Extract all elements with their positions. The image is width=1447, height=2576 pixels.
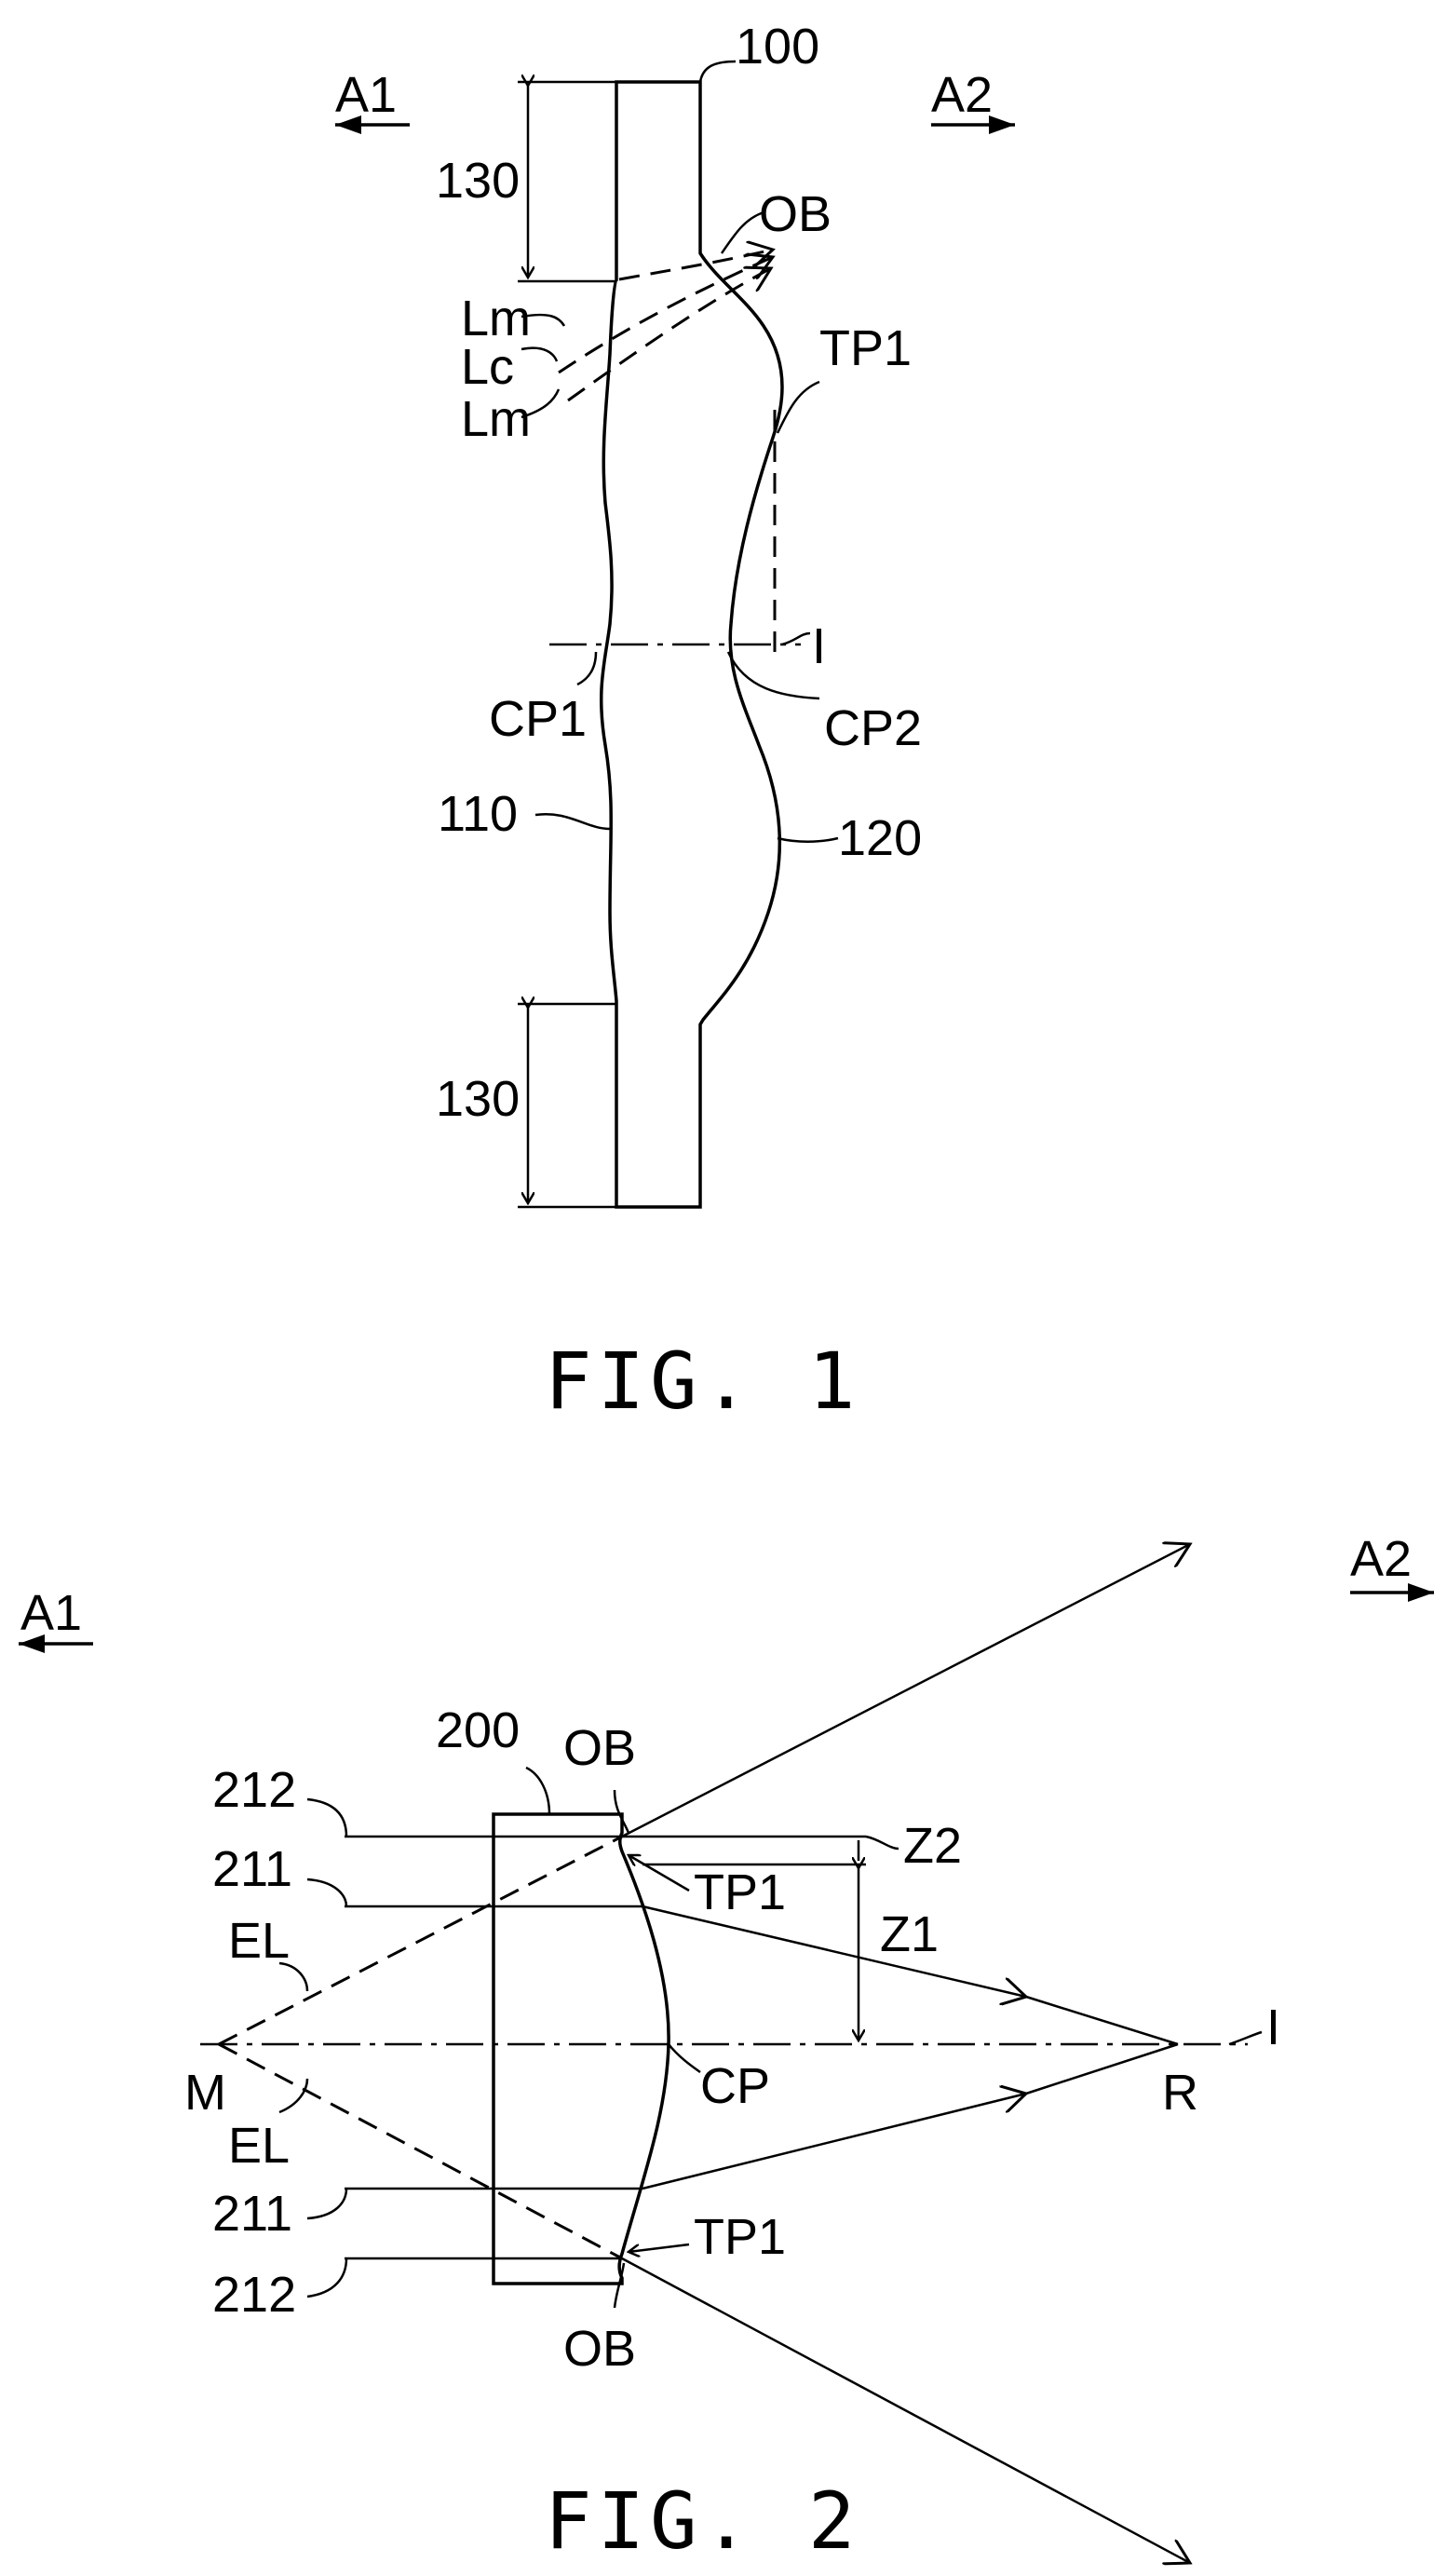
tp1-top-pointer	[629, 1855, 689, 1891]
label-ob-fig1: OB	[759, 186, 832, 242]
leader-el-bottom	[279, 2079, 307, 2112]
label-m: M	[184, 2065, 226, 2121]
ray-lm-bottom	[568, 268, 771, 400]
label-cp: CP	[700, 2058, 770, 2114]
label-cp1: CP1	[489, 691, 587, 747]
caption-fig2: FIG. 2	[545, 2475, 860, 2567]
leader-211-top	[307, 1879, 346, 1906]
label-211-bottom: 211	[212, 2186, 292, 2242]
label-212-top: 212	[212, 1762, 296, 1818]
leader-cp2	[728, 652, 819, 698]
label-a2-fig2: A2	[1350, 1531, 1412, 1587]
label-a1-fig1: A1	[335, 67, 397, 123]
ray-ob-top-out	[622, 1544, 1190, 1837]
label-211-top: 211	[212, 1841, 292, 1897]
ray-converge-top-cont	[1026, 1997, 1178, 2044]
lens-200-outline	[494, 1814, 669, 2284]
label-r: R	[1162, 2065, 1198, 2121]
label-z1: Z1	[880, 1906, 939, 1962]
label-200: 200	[436, 1702, 520, 1758]
caption-fig1: FIG. 1	[545, 1335, 860, 1427]
label-tp1-top: TP1	[694, 1864, 786, 1920]
leader-lc	[521, 348, 557, 361]
label-110: 110	[438, 786, 518, 842]
leader-110	[535, 814, 610, 829]
label-130-top: 130	[436, 153, 520, 209]
label-z2: Z2	[903, 1818, 962, 1874]
label-tp1-fig1: TP1	[819, 320, 912, 376]
label-axis-i-fig2: I	[1266, 2000, 1280, 2055]
label-el-top: EL	[228, 1913, 290, 1969]
leader-212-bottom	[307, 2258, 346, 2297]
label-120: 120	[838, 810, 922, 866]
ray-lm-top	[619, 250, 773, 279]
ray-converge-bottom-cont	[1026, 2044, 1178, 2094]
ray-lc	[559, 257, 773, 373]
label-130-bottom: 130	[436, 1071, 520, 1127]
label-cp2: CP2	[824, 700, 922, 756]
label-ob-top: OB	[563, 1720, 636, 1776]
label-el-bottom: EL	[228, 2118, 290, 2174]
label-100: 100	[736, 19, 819, 75]
label-212-bottom: 212	[212, 2267, 296, 2323]
leader-cp1	[577, 652, 596, 685]
figure-1: 100 A1 A2 130 OB Lm Lc TP1 Lm I CP1 CP2 …	[335, 19, 1015, 1427]
leader-axis-i	[782, 633, 810, 644]
label-tp1-bottom: TP1	[694, 2209, 786, 2265]
label-a2-fig1: A2	[931, 67, 993, 123]
leader-120	[778, 838, 838, 842]
leader-211-bottom	[307, 2189, 346, 2218]
figure-2: A2 A1 200 OB 212 211 TP1 Z2 EL Z1 I M CP…	[19, 1531, 1434, 2567]
label-lm-top: Lm	[461, 291, 531, 346]
leader-200	[526, 1768, 549, 1814]
label-lc: Lc	[461, 339, 514, 395]
leader-tp1	[778, 382, 819, 433]
leader-ob	[722, 212, 764, 253]
leader-z2	[866, 1837, 899, 1849]
label-a1-fig2: A1	[20, 1585, 82, 1641]
label-lm-bottom: Lm	[461, 391, 531, 447]
label-ob-bottom: OB	[563, 2321, 636, 2377]
leader-cp	[669, 2044, 700, 2072]
tp1-bottom-pointer	[629, 2244, 689, 2252]
label-axis-i-fig1: I	[812, 618, 826, 674]
leader-100	[700, 61, 736, 82]
leader-axis-i-fig2	[1229, 2032, 1262, 2044]
leader-212-top	[307, 1799, 346, 1837]
